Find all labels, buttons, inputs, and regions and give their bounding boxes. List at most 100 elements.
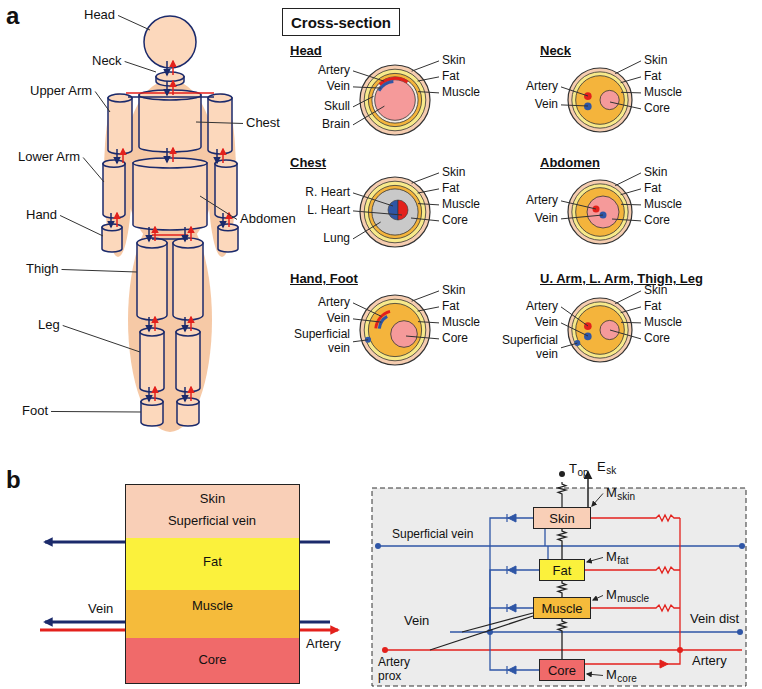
section-title: Neck <box>540 44 571 59</box>
leader-line <box>621 322 641 324</box>
leader-line <box>125 61 156 72</box>
artery-vessel <box>376 311 390 328</box>
arterial-supply <box>585 650 680 664</box>
symbol: M <box>606 668 617 683</box>
flow-label: Artery prox <box>378 656 422 684</box>
lung <box>372 189 418 235</box>
leader-line <box>353 71 384 81</box>
section-title: Head <box>290 44 322 59</box>
part-label: Lower Arm <box>18 150 80 165</box>
leader-line <box>561 323 588 336</box>
artery-arrow <box>172 81 174 95</box>
body-segment <box>218 224 238 231</box>
vein-flow <box>152 238 188 240</box>
vein-line <box>450 631 740 633</box>
part-label: Vein <box>535 316 558 330</box>
leader-line <box>353 87 381 88</box>
part-label: Chest <box>246 116 280 131</box>
leader-line <box>610 102 641 109</box>
left-heart <box>398 200 408 220</box>
artery-arrow <box>190 227 192 241</box>
part-label: Core <box>644 332 670 346</box>
node-box: Skin <box>533 507 591 529</box>
node-boundary <box>372 488 746 686</box>
arterial-supply <box>591 515 680 521</box>
body-segment <box>140 328 164 336</box>
leader-line <box>561 201 596 209</box>
artery-arrow <box>122 149 124 163</box>
section-title: Hand, Foot <box>290 272 358 287</box>
part-label: R. Heart <box>305 186 350 200</box>
leader-line <box>561 343 577 348</box>
body-segment <box>133 163 207 230</box>
body-segment <box>133 158 207 168</box>
leader-line <box>353 319 381 322</box>
arterial-supply <box>679 518 680 650</box>
core <box>587 196 619 228</box>
part-label: Artery <box>526 300 558 314</box>
artery-arrow <box>154 317 156 331</box>
artery-arrow <box>222 149 224 163</box>
section-title: Chest <box>290 156 326 171</box>
vein-arrow <box>184 317 186 331</box>
artery-arrow <box>190 387 192 401</box>
body-segment <box>176 328 200 336</box>
symbol: M <box>606 550 617 565</box>
right-heart <box>388 200 398 220</box>
vein-arrow <box>148 387 150 401</box>
venous-return <box>547 546 548 559</box>
vein-arrow <box>166 81 168 95</box>
flow-label: Vein <box>88 602 113 617</box>
flow-label: Superficial vein <box>168 514 256 529</box>
leader-line <box>615 291 641 304</box>
head-shape <box>144 16 196 68</box>
part-label: Fat <box>442 300 459 314</box>
part-label: Muscle <box>442 198 480 212</box>
part-label: Foot <box>22 404 48 419</box>
vein-arrow <box>116 149 118 163</box>
part-label: Fat <box>644 182 661 196</box>
part-label: Skin <box>644 284 667 298</box>
conduction-link <box>430 616 533 650</box>
leader-line <box>418 92 439 93</box>
tissue-layer: Fat <box>125 538 300 590</box>
leader-line <box>561 307 588 326</box>
part-label: Skin <box>442 54 465 68</box>
leader-line <box>418 307 439 311</box>
fat-ring <box>572 72 628 128</box>
valve-symbol <box>508 604 516 612</box>
node-label: Muscle <box>192 598 233 613</box>
vein-arrow <box>222 213 224 227</box>
body-segment <box>215 160 237 167</box>
leader-line <box>587 557 603 562</box>
vein-arrow <box>166 148 168 162</box>
valve-symbol <box>508 566 516 574</box>
artery-arrow <box>116 213 118 227</box>
artery-arrow <box>172 61 174 75</box>
flow-label: Vein dist <box>690 612 739 627</box>
part-label: Vein <box>535 212 558 226</box>
flow-label: Superficial vein <box>392 528 473 542</box>
conduction-link <box>462 613 533 632</box>
leader-line <box>418 189 439 193</box>
body-segment <box>173 243 203 320</box>
title-box: Cross-section <box>282 8 400 36</box>
tissue-layer: Muscle <box>125 590 300 638</box>
body-segment <box>139 95 201 152</box>
leader-line <box>587 674 603 675</box>
part-label: Superficial vein <box>284 328 350 356</box>
artery-flow <box>152 234 188 236</box>
body-segment <box>140 332 164 392</box>
skull-ring <box>372 77 418 123</box>
node-dot <box>559 471 565 477</box>
leader-line <box>418 204 439 205</box>
part-label: Muscle <box>442 86 480 100</box>
resistor-link <box>558 619 566 659</box>
valve-symbol <box>506 666 507 674</box>
symbol-subscript: fat <box>617 555 628 567</box>
part-label: Thigh <box>26 262 59 277</box>
leader-line <box>62 269 137 272</box>
core <box>600 90 619 109</box>
muscle-ring <box>368 303 421 356</box>
leader-line <box>412 61 439 71</box>
